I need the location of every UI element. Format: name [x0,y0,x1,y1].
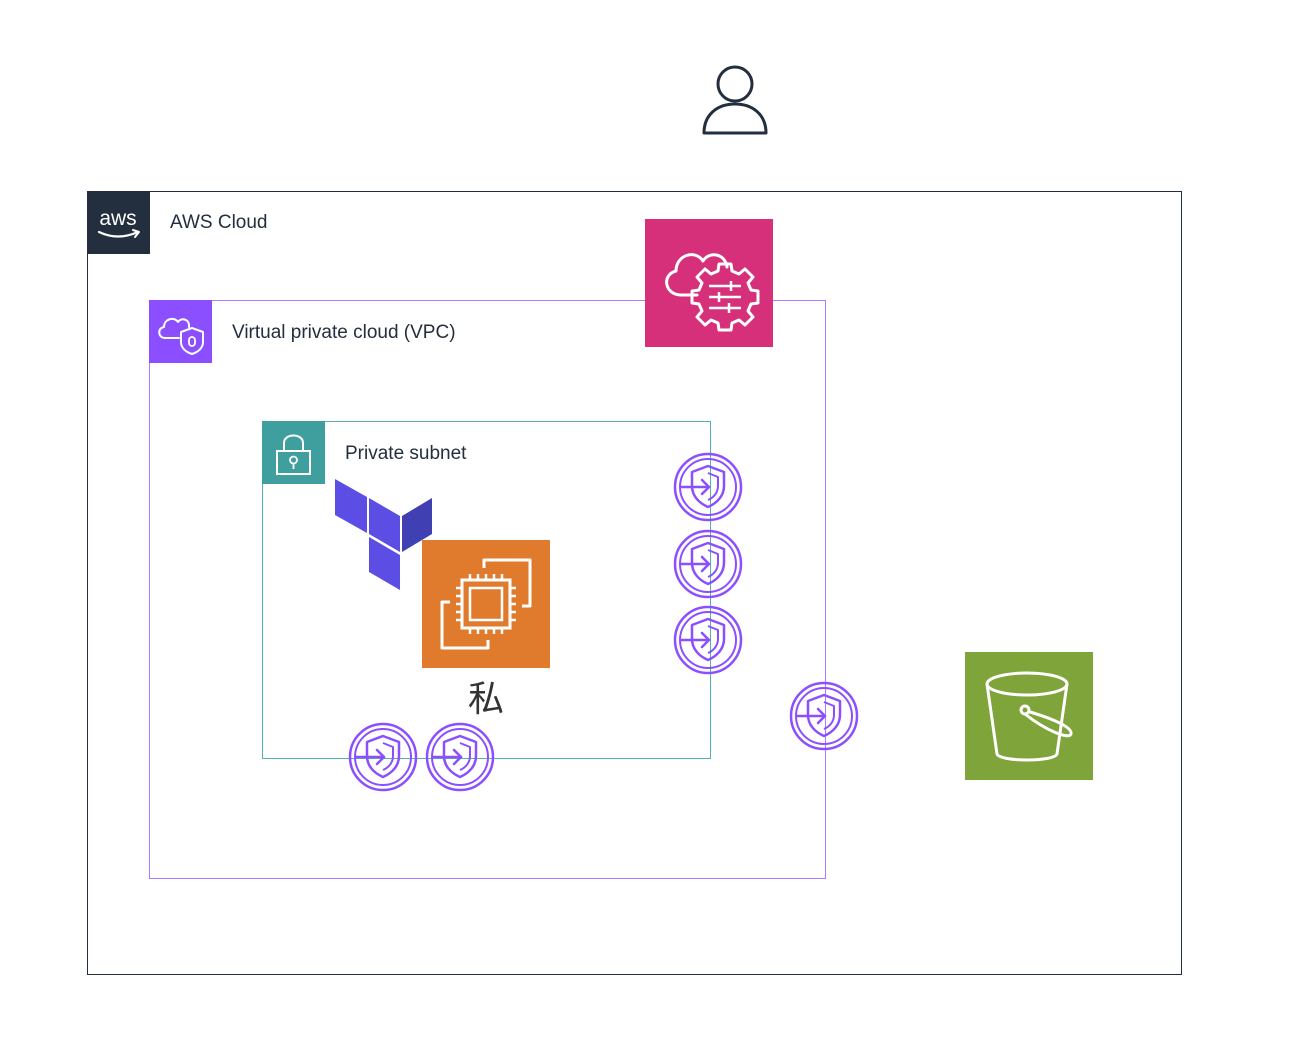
vpc-badge-icon [149,300,212,363]
systems-manager-icon [645,219,773,347]
ec2-instance-icon [422,540,550,668]
vpc-endpoint-icon [789,681,859,751]
vpc-endpoint-icon [348,722,418,792]
aws-logo-text: aws [99,207,136,230]
aws-cloud-group [87,191,1182,975]
user-icon [700,62,770,138]
aws-cloud-label: AWS Cloud [170,212,268,233]
ec2-caption: 私 [467,679,504,720]
vpc-endpoint-icon [673,605,743,675]
vpc-endpoint-icon [425,722,495,792]
private-subnet-label: Private subnet [345,443,467,464]
vpc-endpoint-icon [673,529,743,599]
aws-logo-icon: aws [87,191,150,254]
terraform-logo [334,478,434,590]
vpc-label: Virtual private cloud (VPC) [232,322,456,343]
private-subnet-group [262,421,711,759]
vpc-group [149,300,826,879]
vpc-endpoint-icon [673,452,743,522]
s3-bucket-icon [965,652,1093,780]
subnet-badge-icon [262,421,325,484]
